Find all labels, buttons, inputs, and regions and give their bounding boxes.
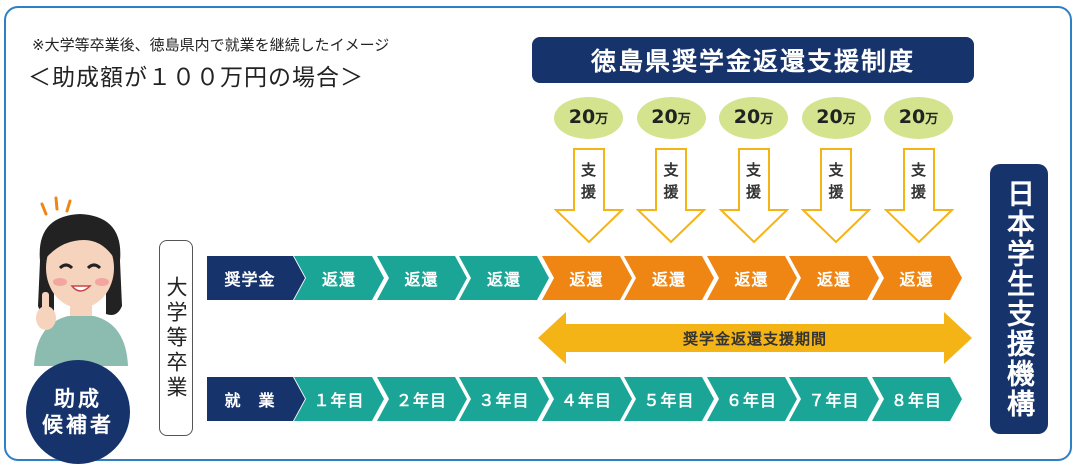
employment-segment: ６年目 — [706, 377, 797, 421]
employment-head: 就 業 — [207, 377, 305, 421]
support-arrow-label: 支援 — [719, 160, 789, 204]
support-arrow-label-1: 支 — [828, 161, 844, 179]
employment-segment-label: ６年目 — [725, 391, 777, 410]
support-period-arrow: 奨学金返還支援期間 — [538, 312, 972, 364]
repayment-segment: 返還 — [624, 256, 714, 300]
support-amount-value: 20 — [651, 106, 678, 128]
repayment-segment-label: 返還 — [816, 270, 851, 289]
repayment-segment-label: 返還 — [404, 270, 439, 289]
support-down-arrow: 支援 — [883, 148, 954, 244]
support-amount-value: 20 — [816, 106, 843, 128]
employment-segment-label: ２年目 — [395, 391, 447, 410]
employment-segment: ４年目 — [541, 377, 632, 421]
support-arrow-label-1: 支 — [910, 161, 926, 179]
exclamation-icon — [40, 196, 72, 216]
employment-segment: ３年目 — [459, 377, 549, 421]
support-arrow-label-2: 援 — [663, 182, 679, 201]
support-arrow-label: 支援 — [636, 160, 706, 204]
support-amount-value: 20 — [568, 106, 596, 128]
support-amount-unit: 万 — [595, 112, 609, 127]
candidate-line-2: 候補者 — [42, 413, 114, 437]
support-arrow-label-1: 支 — [580, 161, 596, 179]
employment-segment-label: ５年目 — [643, 391, 695, 410]
employment-head-label: 就 業 — [224, 391, 276, 410]
employment-segment-label: ７年目 — [808, 391, 860, 410]
repayment-segment-label: 返還 — [486, 270, 521, 289]
program-banner: 徳島県奨学金返還支援制度 — [532, 37, 974, 83]
employment-segment-label: ８年目 — [890, 391, 942, 410]
repayment-segment-label: 返還 — [321, 270, 356, 289]
support-down-arrow: 支援 — [801, 148, 871, 244]
employment-segment-label: ３年目 — [478, 391, 530, 410]
support-arrow-label-2: 援 — [910, 182, 926, 201]
employment-segment: ５年目 — [624, 377, 714, 421]
repayment-segment: 返還 — [294, 256, 384, 300]
support-arrow-label: 支援 — [554, 160, 624, 204]
support-period-label: 奨学金返還支援期間 — [682, 329, 827, 348]
graduation-label: 大学等卒業 — [159, 240, 193, 436]
employment-row: 就 業 １年目 ２年目 ３年目 ４年目 ５年目 ６年目 ７年目 ８年目 — [207, 377, 972, 421]
employment-segment-label: １年目 — [313, 391, 365, 410]
repayment-head: 奨学金 — [207, 256, 305, 300]
support-arrow-label: 支援 — [801, 160, 871, 204]
support-amount-unit: 万 — [842, 112, 856, 127]
employment-segment: ８年目 — [871, 377, 962, 421]
employment-segment-label: ４年目 — [560, 391, 612, 410]
support-arrow-label-1: 支 — [745, 161, 761, 179]
repayment-head-label: 奨学金 — [224, 270, 276, 289]
repayment-segment: 返還 — [871, 256, 962, 300]
scenario-note: ※大学等卒業後、徳島県内で就業を継続したイメージ — [32, 36, 390, 54]
case-heading: ＜助成額が１００万円の場合＞ — [28, 65, 364, 91]
candidate-line-1: 助成 — [54, 386, 102, 411]
repayment-segment: 返還 — [541, 256, 632, 300]
support-arrow-label: 支援 — [884, 160, 954, 204]
support-amount-unit: 万 — [677, 112, 691, 127]
repayment-segment-label: 返還 — [651, 270, 686, 289]
support-arrow-label-2: 援 — [580, 182, 596, 201]
support-amount-value: 20 — [898, 106, 926, 128]
employment-segment: ２年目 — [376, 377, 467, 421]
support-amount-unit: 万 — [925, 112, 939, 127]
candidate-badge: 助成 候補者 — [26, 360, 130, 464]
support-amount-value: 20 — [733, 106, 761, 128]
support-down-arrow: 支援 — [718, 148, 789, 244]
person-illustration — [34, 196, 128, 366]
repayment-segment-label: 返還 — [734, 270, 769, 289]
repayment-segment: 返還 — [459, 256, 549, 300]
employment-segment: ７年目 — [789, 377, 879, 421]
organization-label: 日本学生支援機構 — [990, 164, 1048, 434]
repayment-segment-label: 返還 — [899, 270, 934, 289]
support-arrow-label-1: 支 — [663, 161, 679, 179]
support-arrow-label-2: 援 — [828, 182, 844, 201]
repayment-segment-label: 返還 — [569, 270, 604, 289]
repayment-segment: 返還 — [376, 256, 467, 300]
support-amount-unit: 万 — [760, 112, 774, 127]
support-down-arrow: 支援 — [553, 148, 624, 244]
repayment-segment: 返還 — [706, 256, 797, 300]
support-down-arrow: 支援 — [636, 148, 706, 244]
repayment-segment: 返還 — [789, 256, 879, 300]
support-arrow-label-2: 援 — [745, 182, 761, 201]
employment-segment: １年目 — [294, 377, 384, 421]
repayment-row: 奨学金 返還 返還 返還 返還 返還 返還 返還 返還 — [207, 256, 972, 300]
